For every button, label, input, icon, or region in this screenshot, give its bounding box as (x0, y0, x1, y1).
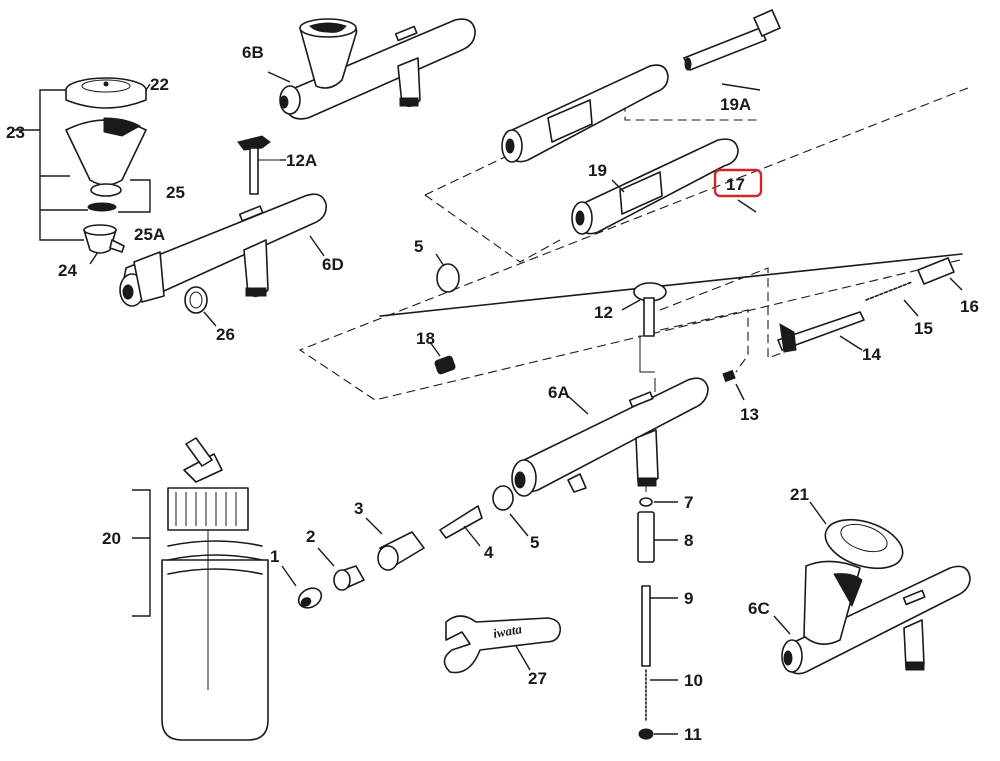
label-6d: 6D (322, 255, 344, 274)
label-6b: 6B (242, 43, 264, 62)
label-12a: 12A (286, 151, 317, 170)
spring-guide-13 (722, 369, 736, 383)
label-24: 24 (58, 261, 77, 280)
label-16: 16 (960, 297, 979, 316)
nozzle-18 (434, 355, 456, 375)
label-2: 2 (306, 527, 315, 546)
label-26: 26 (216, 325, 235, 344)
part-labels: 22 23 25 25A 24 6B 12A 6D 26 19A 19 17 5… (6, 43, 979, 744)
label-9: 9 (684, 589, 693, 608)
wrench-27: iwata (443, 615, 562, 674)
label-14: 14 (862, 345, 881, 364)
label-5-upper: 5 (414, 237, 423, 256)
handle-19a (501, 64, 669, 163)
label-27: 27 (528, 669, 547, 688)
airbrush-body-6c (781, 560, 971, 675)
label-6a: 6A (548, 383, 570, 402)
label-10: 10 (684, 671, 703, 690)
label-25a: 25A (134, 225, 165, 244)
label-6c: 6C (748, 599, 770, 618)
wrench-brand-text: iwata (492, 621, 524, 641)
airbrush-body-6a (511, 377, 709, 497)
o-ring-5-lower (492, 485, 514, 511)
cup-lid-21 (824, 518, 904, 570)
leader-lines (89, 71, 963, 735)
airbrush-body-6b (279, 18, 476, 120)
color-cup-assembly (12, 77, 151, 254)
label-4: 4 (484, 543, 494, 562)
needle-17 (379, 253, 963, 317)
label-3: 3 (354, 499, 363, 518)
assembly-guide-lines (298, 87, 969, 492)
trigger-12a (237, 135, 280, 195)
label-11: 11 (684, 725, 702, 744)
label-8: 8 (684, 531, 693, 550)
label-19a: 19A (720, 95, 751, 114)
o-ring-5-upper (436, 263, 460, 293)
label-22: 22 (150, 75, 169, 94)
nozzle-cap-parts-1-4 (297, 505, 483, 609)
label-7: 7 (684, 493, 693, 512)
label-5-lower: 5 (530, 533, 539, 552)
handle-19 (571, 138, 739, 235)
label-19: 19 (588, 161, 607, 180)
trigger-12 (633, 282, 667, 337)
label-12: 12 (594, 303, 613, 322)
highlight-box-17 (713, 168, 763, 198)
valve-parts-7-11 (637, 497, 655, 740)
label-17: 17 (726, 175, 745, 194)
airbrush-body-6d (119, 193, 328, 314)
label-1: 1 (270, 547, 279, 566)
label-20: 20 (102, 529, 121, 548)
needle-chucking-14-16 (777, 257, 955, 353)
label-21: 21 (790, 485, 809, 504)
label-18: 18 (416, 329, 435, 348)
label-13: 13 (740, 405, 759, 424)
label-15: 15 (914, 319, 933, 338)
bottle-20 (161, 437, 269, 741)
adjuster-19a-rod (683, 9, 781, 71)
label-23: 23 (6, 123, 25, 142)
label-25: 25 (166, 183, 185, 202)
